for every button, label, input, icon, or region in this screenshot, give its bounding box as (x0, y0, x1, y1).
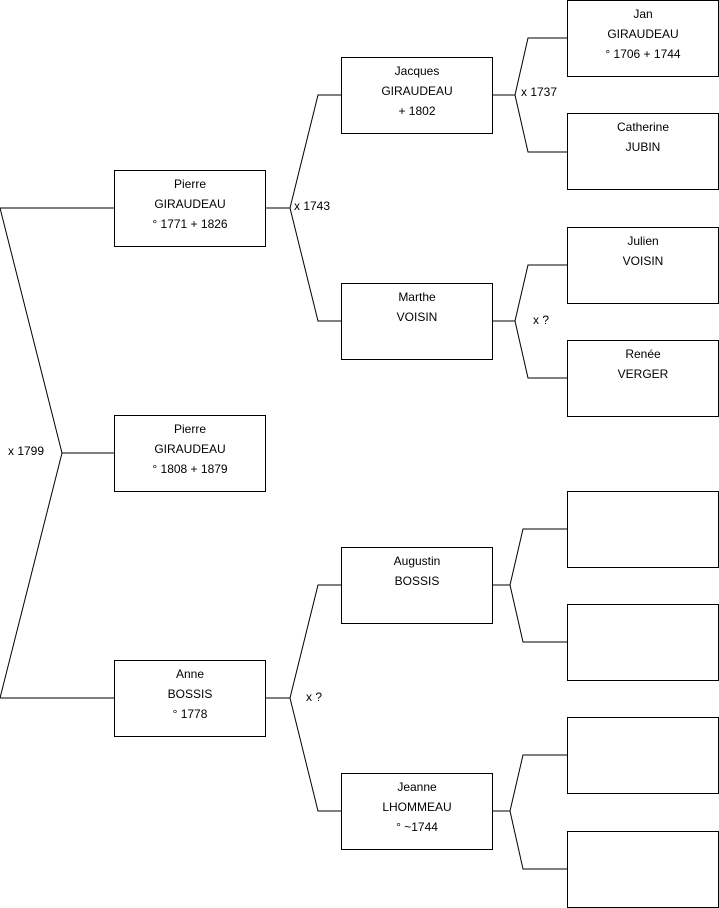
connector-father-fm (289, 207, 341, 322)
person-first-name: Catherine (616, 120, 670, 134)
person-box-mother[interactable]: Anne BOSSIS ° 1778 (114, 660, 266, 737)
person-box-ff-mother[interactable]: Catherine JUBIN (567, 113, 719, 190)
person-box-mf-father-empty[interactable] (567, 491, 719, 568)
connector-mother-mf (265, 584, 341, 699)
person-dates: + 1802 (398, 104, 436, 118)
connector-fm-fmm (514, 320, 567, 379)
connector-ff-ffm (514, 94, 567, 153)
person-dates: ° 1706 + 1744 (605, 47, 681, 61)
person-first-name: Marthe (398, 290, 436, 304)
person-dates: ° 1771 + 1826 (152, 217, 228, 231)
person-box-mf-mother-empty[interactable] (567, 604, 719, 681)
person-box-mm-mother-empty[interactable] (567, 831, 719, 908)
person-surname: GIRAUDEAU (154, 442, 226, 456)
person-first-name: Jeanne (397, 780, 437, 794)
connector-fm-fmf (492, 264, 567, 322)
person-surname: GIRAUDEAU (607, 27, 679, 41)
person-first-name: Jacques (394, 64, 440, 78)
person-surname: VOISIN (396, 310, 438, 324)
person-surname: BOSSIS (394, 574, 440, 588)
marriage-label-paternal-grandparents: x 1743 (294, 199, 331, 213)
marriage-label-ff-parents: x 1737 (521, 85, 558, 99)
marriage-label-fm-parents: x ? (533, 313, 550, 327)
connector-mf-mfm (509, 584, 567, 643)
person-box-fm-father[interactable]: Julien VOISIN (567, 227, 719, 304)
person-box-paternal-grandmother[interactable]: Marthe VOISIN (341, 283, 493, 360)
person-dates: ° 1808 + 1879 (152, 462, 228, 476)
connector-father-ff (265, 94, 341, 209)
person-surname: VERGER (617, 367, 669, 381)
person-first-name: Julien (627, 234, 659, 248)
person-first-name: Pierre (173, 422, 206, 436)
person-dates: ° ~1744 (396, 820, 438, 834)
person-first-name: Augustin (393, 554, 441, 568)
person-box-fm-mother[interactable]: Renée VERGER (567, 340, 719, 417)
person-surname: GIRAUDEAU (381, 84, 453, 98)
person-box-root[interactable]: Pierre GIRAUDEAU ° 1808 + 1879 (114, 415, 266, 492)
connector-ff-fff (492, 37, 567, 96)
person-box-paternal-grandfather[interactable]: Jacques GIRAUDEAU + 1802 (341, 57, 493, 134)
person-surname: BOSSIS (167, 687, 213, 701)
person-dates: ° 1778 (172, 707, 208, 721)
person-box-father[interactable]: Pierre GIRAUDEAU ° 1771 + 1826 (114, 170, 266, 247)
person-box-mm-father-empty[interactable] (567, 717, 719, 794)
marriage-label-parents: x 1799 (8, 444, 45, 458)
person-first-name: Jan (633, 7, 653, 21)
person-first-name: Renée (625, 347, 661, 361)
connector-mm-mmm (509, 810, 567, 870)
connector-mother-mm (289, 697, 341, 812)
person-box-maternal-grandmother[interactable]: Jeanne LHOMMEAU ° ~1744 (341, 773, 493, 850)
person-surname: GIRAUDEAU (154, 197, 226, 211)
person-first-name: Anne (175, 667, 205, 681)
person-surname: LHOMMEAU (382, 800, 452, 814)
person-surname: JUBIN (625, 140, 661, 154)
person-first-name: Pierre (173, 177, 206, 191)
connector-mf-mff (492, 528, 567, 586)
connector-root-mother (0, 452, 114, 699)
person-box-ff-father[interactable]: Jan GIRAUDEAU ° 1706 + 1744 (567, 0, 719, 77)
connector-root-father (0, 207, 114, 454)
person-box-maternal-grandfather[interactable]: Augustin BOSSIS (341, 547, 493, 624)
connector-mm-mmf (492, 754, 567, 812)
marriage-label-maternal-grandparents: x ? (306, 690, 323, 704)
person-surname: VOISIN (622, 254, 664, 268)
